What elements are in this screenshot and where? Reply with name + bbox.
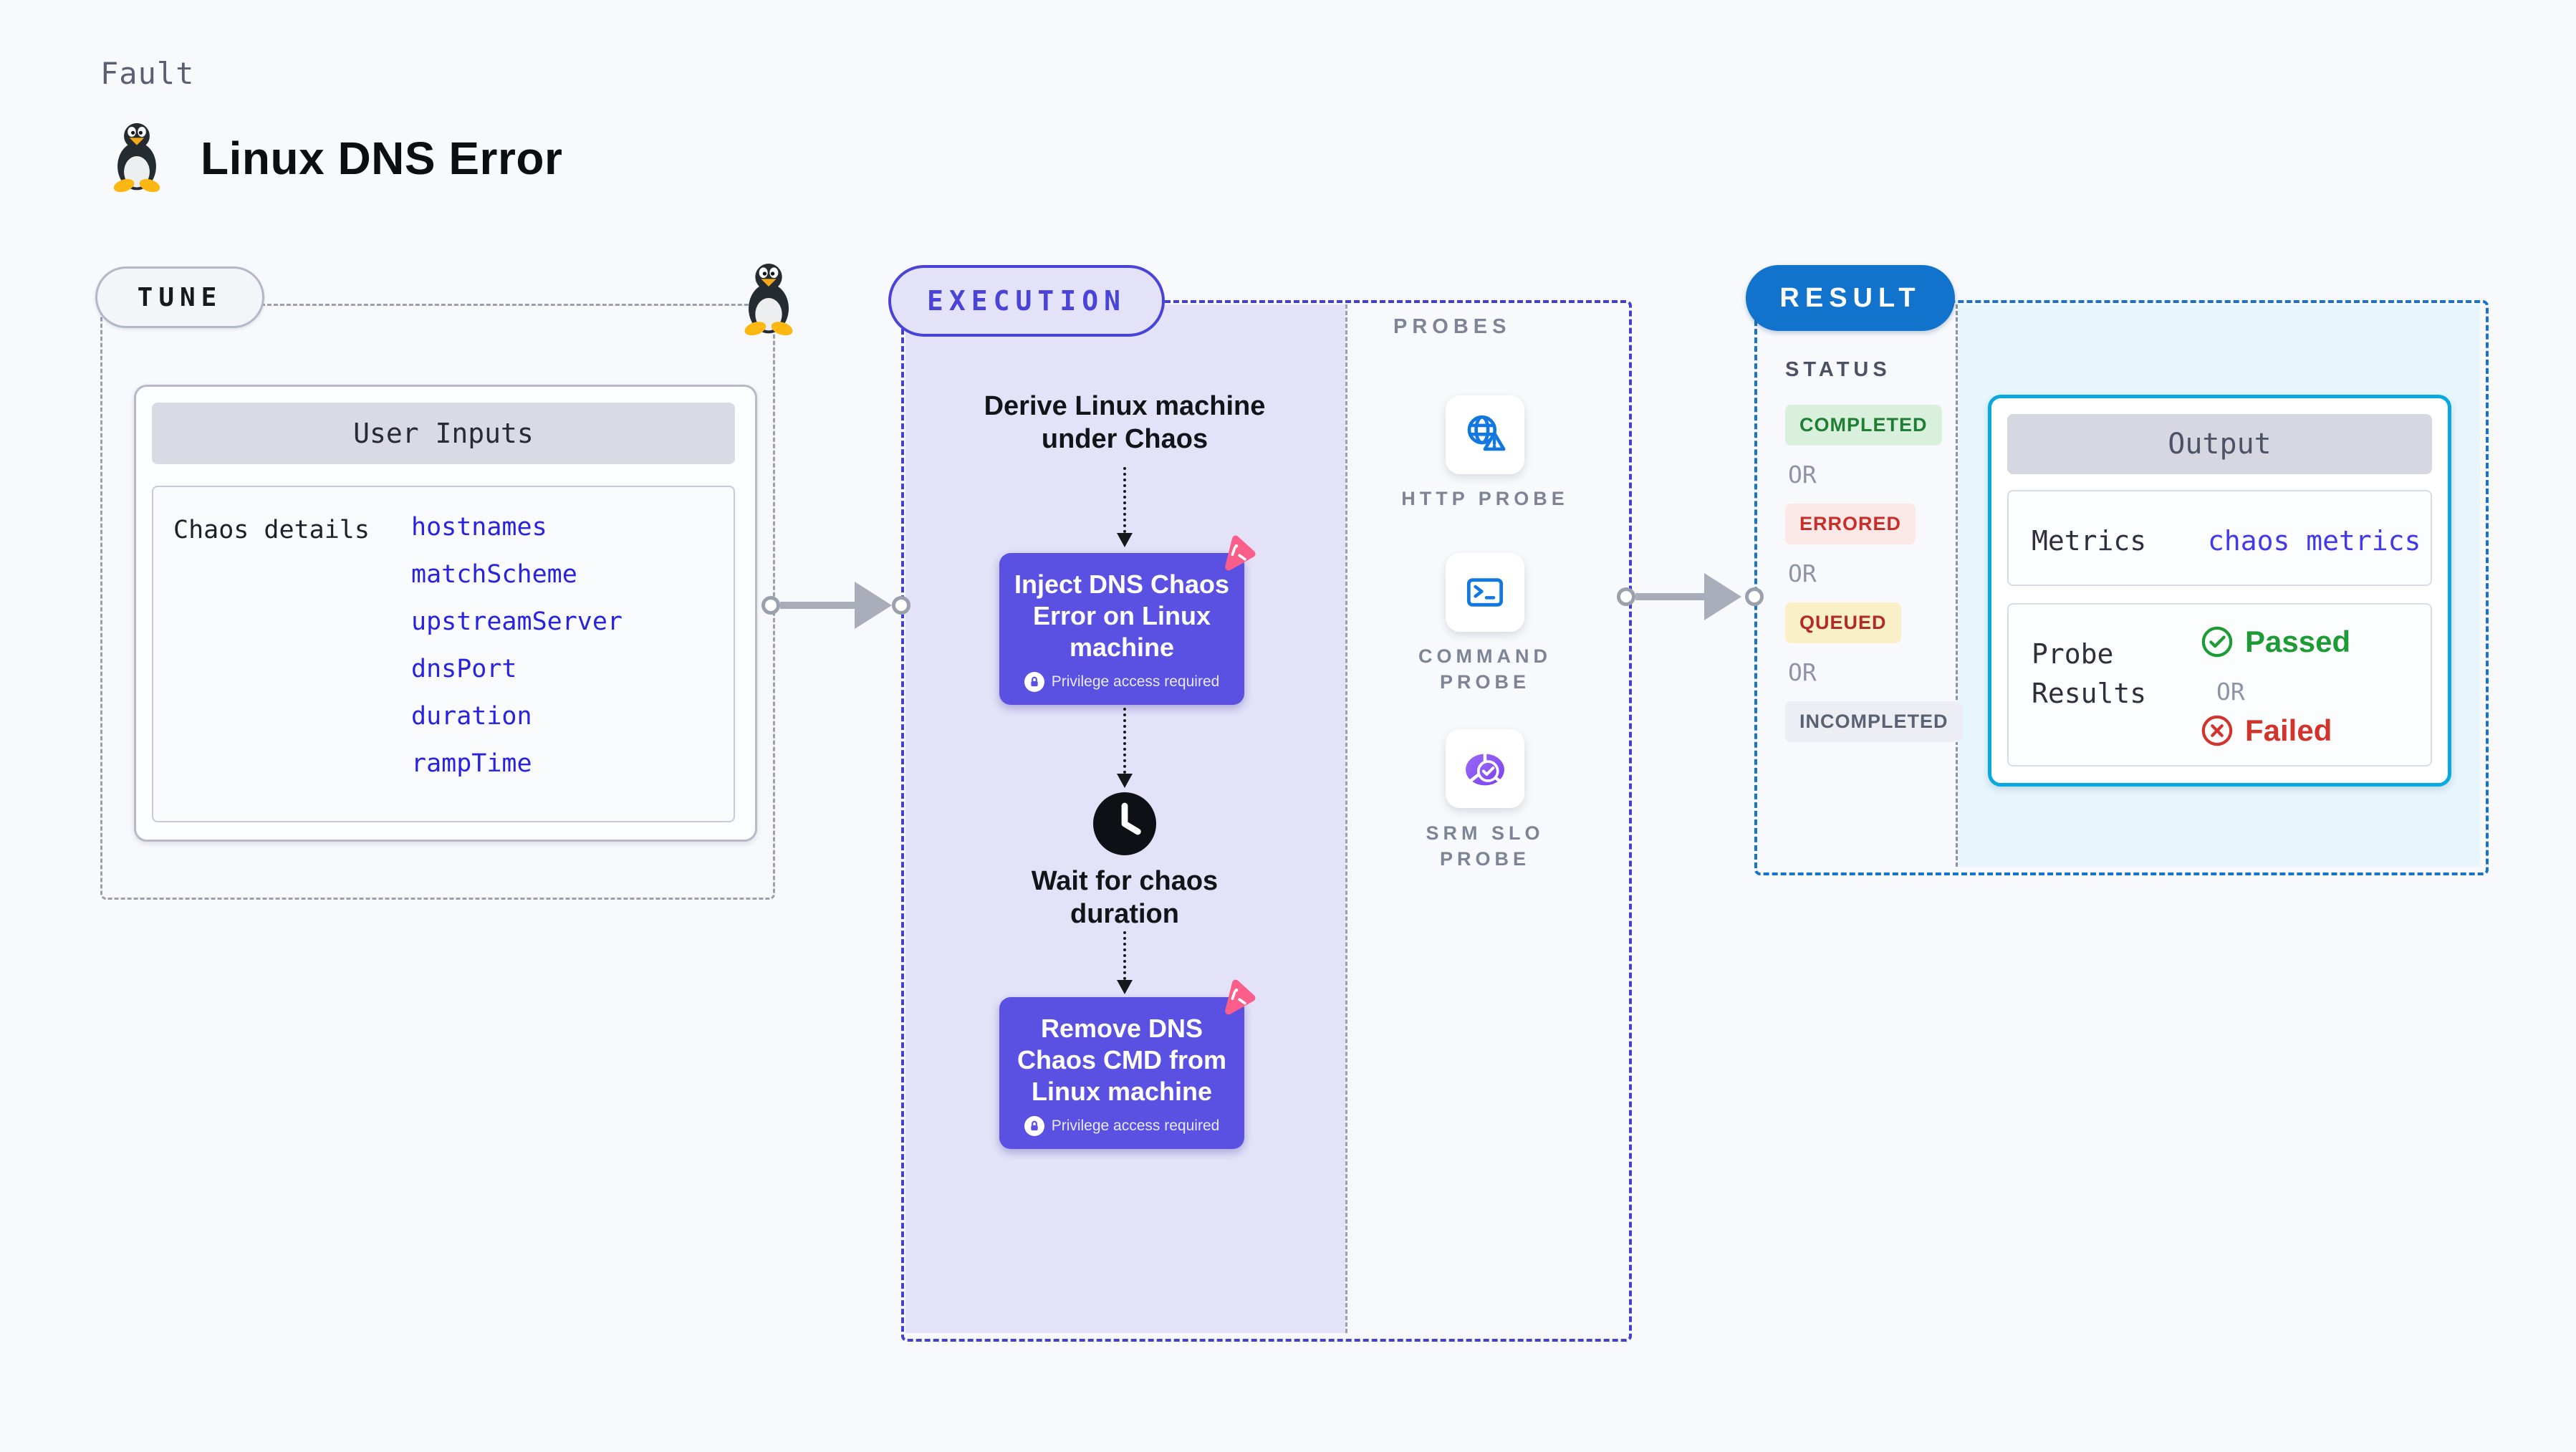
result-stage-pill: RESULT: [1746, 265, 1955, 331]
probe-result-or: OR: [2216, 678, 2245, 706]
user-inputs-title: User Inputs: [152, 403, 735, 464]
chaos-metrics-link[interactable]: chaos metrics: [2208, 525, 2421, 557]
user-inputs-table: Chaos details hostnames matchScheme upst…: [152, 486, 735, 822]
status-list: COMPLETED OR ERRORED OR QUEUED OR INCOMP…: [1785, 405, 1963, 742]
flow-arrowhead: [1117, 774, 1133, 788]
flow-arrowhead: [1117, 533, 1133, 547]
chaos-badge-icon: [1219, 534, 1256, 572]
execution-stage-pill: EXECUTION: [888, 265, 1165, 337]
fault-eyebrow: Fault: [100, 56, 195, 91]
status-badge-queued: QUEUED: [1785, 602, 1901, 643]
http-probe-card[interactable]: [1446, 395, 1524, 474]
user-inputs-card: User Inputs Chaos details hostnames matc…: [134, 385, 757, 842]
param-link-dnsport[interactable]: dnsPort: [411, 655, 517, 683]
failed-label: Failed: [2245, 713, 2332, 747]
connector-node-circle: [1745, 587, 1764, 606]
page-title: Linux DNS Error: [201, 133, 563, 184]
command-probe-card[interactable]: [1446, 553, 1524, 632]
execution-probes-divider: [1345, 304, 1347, 1333]
terminal-icon: [1462, 569, 1508, 615]
inject-step-label: Inject DNS Chaos Error on Linux machine: [1014, 569, 1230, 662]
param-link-hostnames[interactable]: hostnames: [411, 513, 547, 542]
status-heading: STATUS: [1785, 358, 1891, 381]
param-link-upstreamserver[interactable]: upstreamServer: [411, 607, 623, 636]
remove-fault-card[interactable]: Remove DNS Chaos CMD from Linux machine …: [999, 997, 1244, 1149]
derive-step-label: Derive Linux machine under Chaos: [984, 391, 1266, 454]
http-probe-label: HTTP PROBE: [1401, 488, 1569, 509]
connector-arrowhead: [855, 582, 892, 629]
status-badge-incompleted: INCOMPLETED: [1785, 701, 1963, 742]
status-badge-errored: ERRORED: [1785, 504, 1916, 544]
status-badge-completed: COMPLETED: [1785, 405, 1942, 446]
flow-arrow: [1123, 708, 1126, 774]
privilege-note: Privilege access required: [1051, 673, 1220, 690]
linux-tux-icon: [106, 120, 168, 192]
linux-tux-corner-icon: [736, 261, 801, 335]
flow-arrow: [1123, 931, 1126, 980]
probes-heading: PROBES: [1393, 315, 1512, 338]
probe-results-row: Probe Results Passed OR Failed: [2007, 603, 2432, 766]
execution-stage-box: [901, 300, 1632, 1342]
privilege-lock-icon: [1024, 1116, 1044, 1136]
privilege-lock-icon: [1024, 672, 1044, 692]
failed-x-icon: [2201, 714, 2234, 747]
flow-arrowhead: [1117, 980, 1133, 994]
output-title: Output: [2007, 414, 2432, 474]
command-probe-label: COMMAND PROBE: [1418, 645, 1552, 693]
connector-arrowhead: [1704, 573, 1741, 620]
metrics-label: Metrics: [2032, 525, 2147, 557]
connector-node-circle: [892, 596, 910, 615]
probe-results-label: Probe Results: [2032, 638, 2147, 710]
globe-warning-icon: [1461, 411, 1509, 458]
privilege-note: Privilege access required: [1051, 1117, 1220, 1134]
srm-slo-probe-label: SRM SLO PROBE: [1426, 822, 1544, 870]
output-card: Output Metrics chaos metrics Probe Resul…: [1988, 395, 2451, 787]
param-link-ramptime[interactable]: rampTime: [411, 749, 532, 778]
flow-arrow: [1123, 467, 1126, 533]
param-link-matchscheme[interactable]: matchScheme: [411, 560, 577, 589]
connector-node-circle: [1617, 587, 1635, 606]
chaos-details-params: hostnames matchScheme upstreamServer dns…: [411, 513, 623, 778]
status-or: OR: [1788, 461, 1817, 489]
passed-check-icon: [2201, 625, 2234, 658]
chaos-badge-icon: [1219, 979, 1256, 1016]
srm-slo-probe-card[interactable]: [1446, 729, 1524, 808]
passed-label: Passed: [2245, 625, 2351, 658]
wait-clock-icon: [1093, 792, 1156, 855]
inject-fault-card[interactable]: Inject DNS Chaos Error on Linux machine …: [999, 553, 1244, 705]
param-link-duration[interactable]: duration: [411, 702, 532, 731]
chaos-details-label: Chaos details: [173, 516, 370, 544]
tune-stage-pill: TUNE: [95, 266, 264, 328]
slo-donut-icon: [1461, 744, 1509, 793]
connector-line: [1635, 593, 1704, 600]
status-output-divider: [1956, 304, 1958, 867]
connector-line: [780, 602, 855, 609]
remove-step-label: Remove DNS Chaos CMD from Linux machine: [1017, 1014, 1226, 1106]
connector-node-circle: [761, 596, 780, 615]
wait-step-label: Wait for chaos duration: [1031, 866, 1219, 929]
metrics-row: Metrics chaos metrics: [2007, 490, 2432, 586]
status-or: OR: [1788, 559, 1817, 587]
status-or: OR: [1788, 658, 1817, 686]
